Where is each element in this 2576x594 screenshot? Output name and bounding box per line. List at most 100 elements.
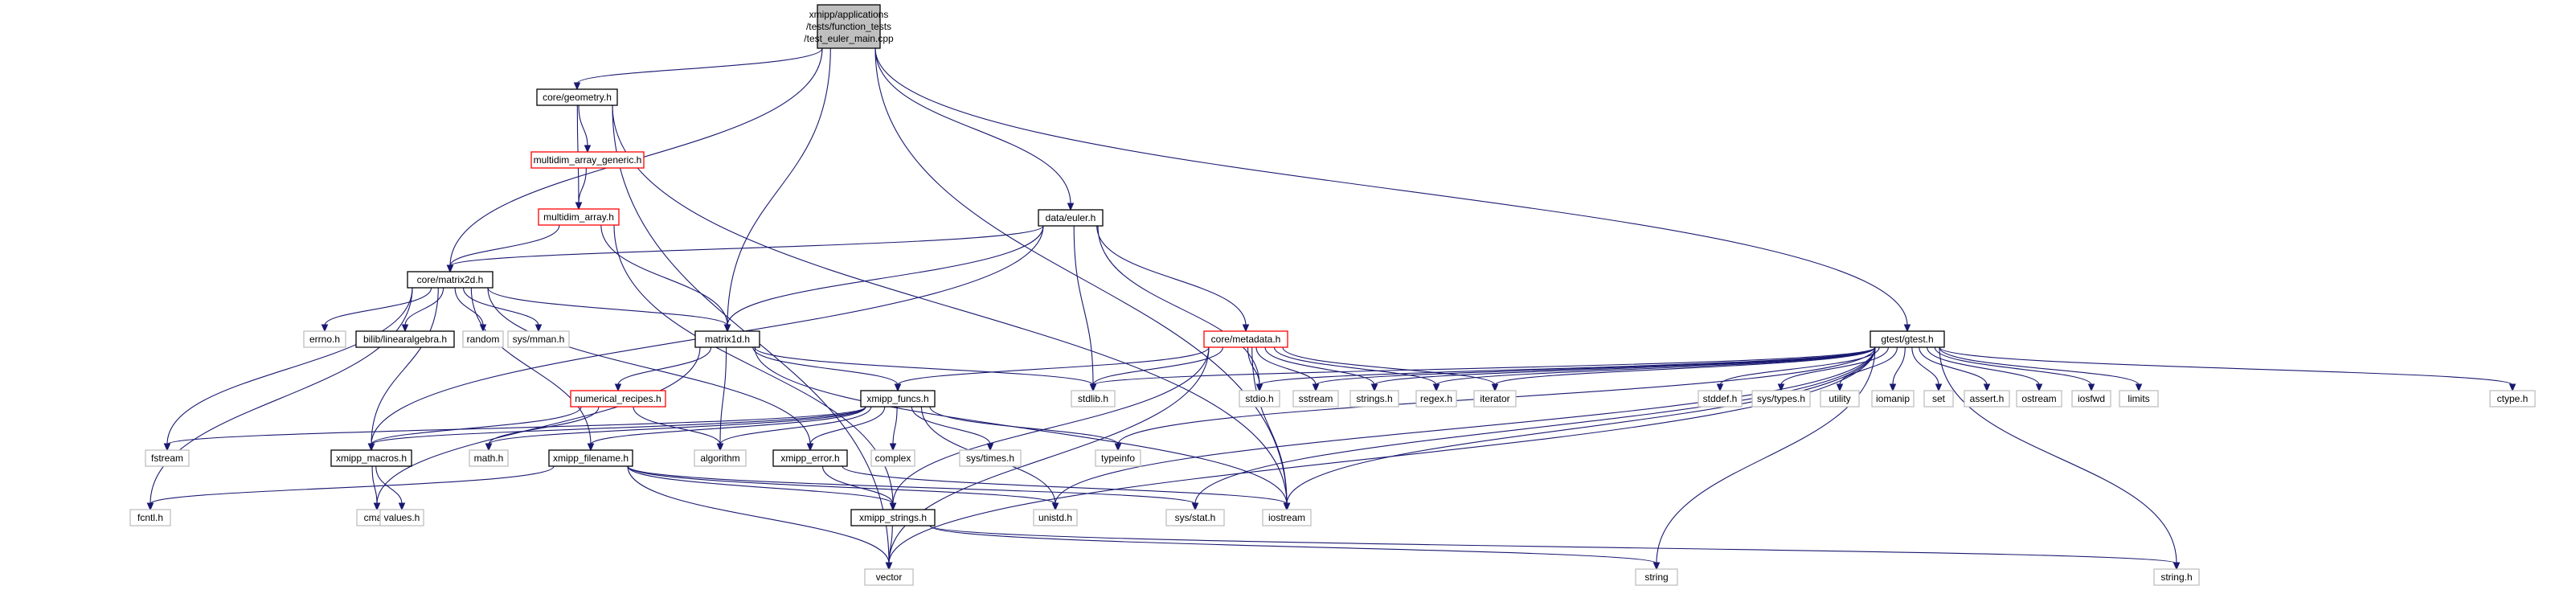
edge-gtest-to-sys_types [1777, 346, 1889, 392]
edge-arrowhead [587, 443, 595, 452]
node-box [1239, 390, 1280, 408]
edge-xmipp_funcs-to-xmipp_error [806, 406, 886, 452]
edge-line [1939, 346, 2513, 386]
edge-gtest-to-ostream [1927, 346, 2043, 392]
node-box [1033, 509, 1078, 526]
node-limits: limits [2119, 390, 2159, 408]
edge-gtest-to-limits [1939, 346, 2143, 392]
edge-core_matrix2d-to-matrix1d [487, 287, 731, 333]
edge-xmipp_funcs-to-xmipp_macros [367, 406, 866, 452]
edge-xmipp_error-to-iostream [842, 465, 1291, 511]
node-multidim-array-generic[interactable]: multidim_array_generic.h [530, 151, 645, 169]
node-box [1349, 390, 1399, 408]
node-label: string [1644, 571, 1668, 583]
node-label: stddef.h [1703, 393, 1738, 404]
edge-line [324, 287, 432, 326]
edge-arrowhead [806, 443, 814, 452]
node-box [860, 390, 936, 408]
node-core-matrix2d[interactable]: core/matrix2d.h [407, 271, 493, 289]
node-string: string [1635, 568, 1678, 586]
edge-line [454, 287, 484, 326]
node-bilib[interactable]: bilib/linearalgebra.h [355, 330, 455, 348]
edge-line [376, 346, 701, 505]
node-box [1923, 390, 1954, 408]
edge-gtest-to-strings_h [1370, 346, 1876, 392]
edge-line [149, 465, 555, 505]
edge-arrowhead [163, 443, 171, 452]
node-label: unistd.h [1038, 512, 1072, 523]
node-box [850, 509, 936, 526]
edge-arrowhead [1432, 383, 1440, 392]
node-label: sys/mman.h [513, 334, 565, 345]
node-box [1292, 390, 1339, 408]
edge-matrix1d-to-numerical_recipes [614, 346, 712, 392]
edge-line [1282, 346, 1496, 386]
edge-line [627, 465, 894, 505]
node-core-metadata[interactable]: core/metadata.h [1203, 330, 1288, 348]
node-label: algorithm [700, 453, 739, 464]
edge-line [719, 346, 727, 445]
edge-line [888, 346, 1876, 564]
edge-xmipp_macros-to-values [375, 465, 406, 511]
edge-arrowhead [146, 502, 154, 511]
node-matrix1d[interactable]: matrix1d.h [694, 330, 760, 348]
edge-gtest-to-set [1911, 346, 1943, 392]
edge-xmipp_funcs-to-sys_times [911, 406, 994, 452]
edge-arrowhead [1903, 324, 1911, 333]
node-multidim-array[interactable]: multidim_array.h [538, 208, 620, 226]
node-label: iomanip [1876, 393, 1910, 404]
node-label: bilib/linearalgebra.h [363, 334, 447, 345]
edge-line [149, 287, 413, 505]
node-ostream: ostream [2016, 390, 2062, 408]
node-numerical-recipes[interactable]: numerical_recipes.h [570, 390, 666, 408]
node-box [407, 271, 493, 289]
edge-line [809, 406, 886, 445]
node-xmipp-macros[interactable]: xmipp_macros.h [330, 449, 412, 467]
edge-line [449, 224, 560, 267]
edge-line [929, 525, 1657, 564]
edge-line [888, 525, 893, 564]
node-label: core/geometry.h [543, 92, 612, 103]
edge-root-to-matrix1d [723, 47, 831, 333]
edge-arrowhead [889, 502, 897, 511]
node-box [330, 449, 412, 467]
node-gtest[interactable]: gtest/gtest.h [1870, 330, 1945, 348]
node-core-geometry[interactable]: core/geometry.h [536, 88, 618, 106]
edge-core_matrix2d-to-sys_mman [462, 287, 543, 333]
node-box [536, 88, 618, 106]
node-box [145, 449, 190, 467]
node-root[interactable]: xmipp/applications/tests/function_tests/… [804, 4, 894, 49]
edge-line [874, 47, 1908, 326]
edge-line [1055, 346, 1876, 505]
node-complex: complex [870, 449, 915, 467]
edge-root-to-iostream [874, 47, 1291, 511]
node-xmipp-strings[interactable]: xmipp_strings.h [850, 509, 936, 526]
node-xmipp-error[interactable]: xmipp_error.h [772, 449, 848, 467]
edge-arrowhead [401, 324, 409, 333]
edge-line [1911, 346, 1939, 386]
node-label: fcntl.h [137, 512, 163, 523]
node-xmipp-filename[interactable]: xmipp_filename.h [548, 449, 633, 467]
edge-line [1939, 346, 2177, 564]
edge-core_matrix2d-to-bilib [401, 287, 444, 333]
edge-arrowhead [534, 324, 543, 333]
edge-line [892, 406, 898, 445]
node-box [817, 4, 881, 49]
edge-xmipp_filename-to-unistd [627, 465, 1059, 511]
node-random: random [462, 330, 504, 348]
node-errno: errno.h [303, 330, 346, 348]
edge-arrowhead [2508, 383, 2517, 392]
edge-line [166, 287, 413, 445]
node-box [548, 449, 633, 467]
edge-line [1939, 346, 2140, 386]
edge-arrowhead [1652, 562, 1661, 571]
node-data-euler[interactable]: data/euler.h [1038, 209, 1104, 227]
edge-arrowhead [446, 264, 454, 273]
edge-xmipp_strings-to-string [929, 525, 1661, 571]
edge-xmipp_macros-to-cmath [371, 465, 381, 511]
node-sys-types: sys/types.h [1751, 390, 1811, 408]
edge-line [578, 167, 587, 204]
node-string-h: string.h [2153, 568, 2200, 586]
node-xmipp-funcs[interactable]: xmipp_funcs.h [860, 390, 936, 408]
node-label: iosfwd [2078, 393, 2105, 404]
